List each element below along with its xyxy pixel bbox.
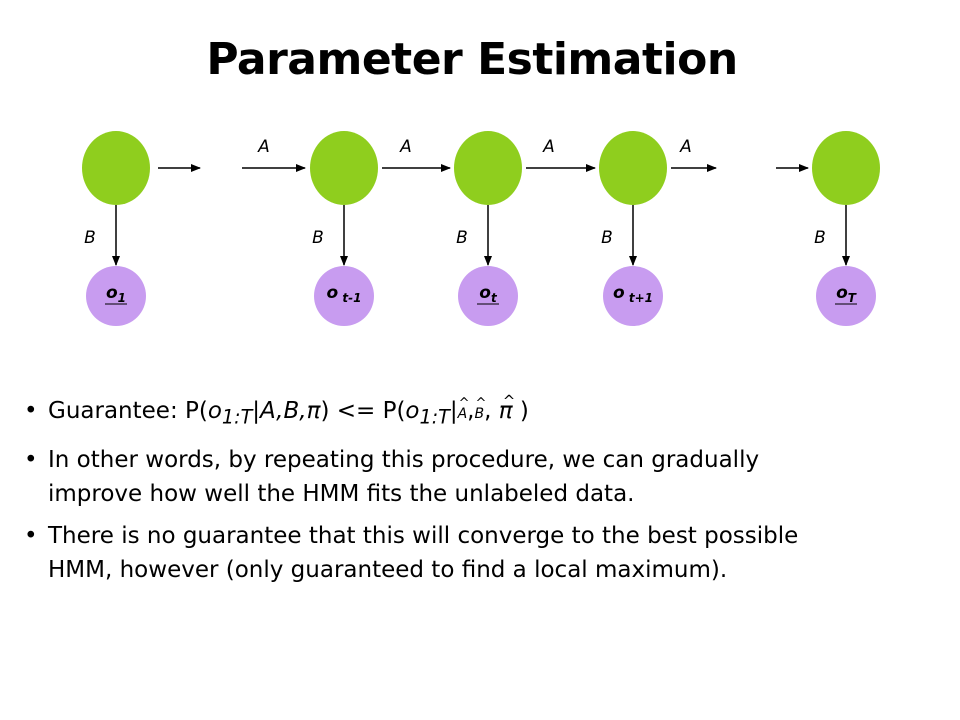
observation-label: o t-1 [327, 283, 362, 305]
guarantee-o: o [207, 398, 222, 424]
bullet-list: • Guarantee: P(o1:T|A,B,π) <= P(o1:T|A,B… [24, 384, 810, 595]
observation-label: ot [479, 283, 498, 305]
slide-title: Parameter Estimation [206, 34, 738, 85]
guarantee-comma: , [467, 398, 475, 424]
guarantee-sub: 1:T [221, 405, 253, 429]
state-node [82, 131, 150, 205]
state-node [812, 131, 880, 205]
guarantee-mid: ) <= P( [320, 398, 406, 424]
guarantee-lead: Guarantee: P( [48, 398, 208, 424]
transition-label: A [542, 137, 555, 157]
emission-label: B [84, 228, 96, 248]
observation-label: o1 [106, 283, 126, 305]
hat-b: B [474, 387, 485, 431]
state-node [310, 131, 378, 205]
observation-label: oT [836, 283, 857, 305]
guarantee-comma-2: , [484, 398, 492, 424]
observation-node [458, 266, 518, 326]
bullet-text-no-guarantee: There is no guarantee that this will con… [48, 522, 799, 583]
bullet-other-words: • In other words, by repeating this proc… [24, 443, 810, 511]
guarantee-bar-2: | [449, 398, 458, 424]
observation-node [314, 266, 374, 326]
transition-label: A [399, 137, 412, 157]
guarantee-tail: ) [519, 398, 529, 424]
guarantee-params: A,B, [260, 398, 307, 424]
guarantee-o-2: o [405, 398, 420, 424]
guarantee-bar: | [252, 398, 261, 424]
emission-label: B [456, 228, 468, 248]
bullet-no-guarantee: • There is no guarantee that this will c… [24, 519, 810, 587]
emission-label: B [312, 228, 324, 248]
transition-label: A [679, 137, 692, 157]
state-node [454, 131, 522, 205]
bullet-text-other-words: In other words, by repeating this proced… [48, 446, 760, 507]
hat-pi: π [499, 384, 515, 428]
guarantee-pi: π [306, 398, 321, 424]
bullet-dot: • [24, 522, 38, 549]
emission-label: B [814, 228, 826, 248]
state-node [599, 131, 667, 205]
hat-a: A [458, 387, 469, 431]
bullet-guarantee: • Guarantee: P(o1:T|A,B,π) <= P(o1:T|A,B… [24, 384, 810, 435]
observation-node [816, 266, 876, 326]
guarantee-sub-2: 1:T [419, 405, 450, 429]
observation-node [603, 266, 663, 326]
transition-label: A [257, 137, 270, 157]
emission-label: B [601, 228, 613, 248]
bullet-dot: • [24, 398, 38, 424]
bullet-dot: • [24, 446, 38, 473]
hmm-diagram: A A A A Bo1 Bo t-1 Bot Bo t+1 BoT [82, 131, 880, 326]
observation-node [86, 266, 146, 326]
observation-label: o t+1 [613, 283, 653, 305]
